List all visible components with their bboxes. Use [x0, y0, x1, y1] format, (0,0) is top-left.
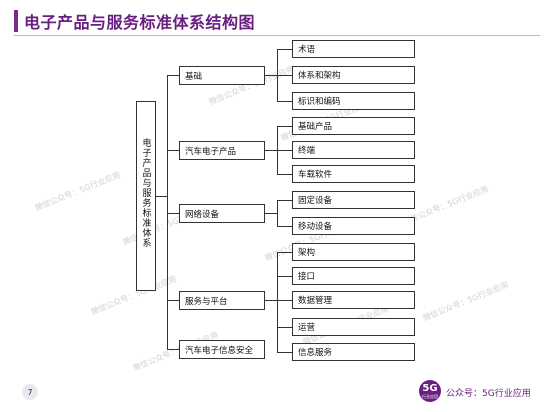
connector	[277, 276, 292, 277]
title-divider	[14, 35, 540, 36]
connector	[277, 200, 292, 201]
leaf-node-architecture: 架构	[292, 243, 415, 261]
page-number: 7	[22, 384, 38, 400]
leaf-node-data-management: 数据管理	[292, 291, 415, 309]
connector	[265, 300, 277, 301]
connector	[277, 75, 292, 76]
connector	[277, 352, 292, 353]
category-label: 汽车电子信息安全	[185, 345, 254, 356]
connector	[167, 213, 179, 214]
connector	[167, 75, 168, 349]
connector	[277, 150, 292, 151]
leaf-node-identification-coding: 标识和编码	[292, 92, 415, 110]
watermark: 微信公众号：5G行业应用	[421, 280, 510, 323]
leaf-label: 车载软件	[298, 170, 333, 180]
connector	[277, 252, 278, 352]
leaf-label: 架构	[298, 248, 316, 258]
category-label: 基础	[185, 71, 203, 82]
category-node-service-platform: 服务与平台	[179, 291, 265, 310]
leaf-node-mobile-equipment: 移动设备	[292, 217, 415, 235]
connector	[167, 300, 179, 301]
leaf-label: 信息服务	[298, 348, 333, 358]
connector	[277, 300, 292, 301]
leaf-label: 数据管理	[298, 296, 333, 306]
connector	[277, 101, 292, 102]
leaf-label: 移动设备	[298, 222, 333, 232]
connector	[277, 126, 292, 127]
page-title: 电子产品与服务标准体系结构图	[24, 13, 256, 32]
leaf-label: 运营	[298, 323, 316, 333]
leaf-node-operations: 运营	[292, 318, 415, 336]
leaf-node-system-architecture: 体系和架构	[292, 66, 415, 84]
connector	[277, 174, 292, 175]
leaf-label: 终端	[298, 146, 316, 156]
leaf-node-fixed-equipment: 固定设备	[292, 191, 415, 209]
leaf-label: 术语	[298, 45, 316, 55]
leaf-label: 接口	[298, 272, 316, 282]
leaf-node-basic-products: 基础产品	[292, 117, 415, 135]
category-label: 服务与平台	[185, 296, 228, 307]
connector	[265, 213, 277, 214]
connector	[277, 49, 292, 50]
leaf-label: 固定设备	[298, 196, 333, 206]
leaf-node-vehicle-software: 车载软件	[292, 165, 415, 183]
logo-big-text: 5G	[422, 382, 438, 394]
connector	[167, 75, 179, 76]
connector	[167, 150, 179, 151]
leaf-label: 标识和编码	[298, 97, 341, 107]
category-label: 汽车电子产品	[185, 146, 237, 157]
connector	[277, 226, 292, 227]
leaf-node-interface: 接口	[292, 267, 415, 285]
leaf-label: 基础产品	[298, 122, 333, 132]
category-label: 网络设备	[185, 209, 220, 220]
title-accent-bar	[14, 10, 18, 32]
category-node-auto-info-security: 汽车电子信息安全	[179, 340, 265, 359]
connector	[277, 327, 292, 328]
leaf-node-terminology: 术语	[292, 40, 415, 58]
category-node-auto-electronics: 汽车电子产品	[179, 141, 265, 160]
watermark: 微信公众号：5G行业应用	[89, 274, 178, 317]
leaf-label: 体系和架构	[298, 71, 341, 81]
root-node: 电子产品与服务标准体系	[136, 101, 156, 291]
leaf-node-information-services: 信息服务	[292, 343, 415, 361]
5g-logo: 5G 行业应用	[419, 380, 441, 402]
leaf-node-terminal: 终端	[292, 141, 415, 159]
connector	[156, 196, 167, 197]
connector	[277, 252, 292, 253]
connector	[265, 150, 277, 151]
connector	[167, 349, 179, 350]
category-node-basic: 基础	[179, 66, 265, 85]
category-node-network-equipment: 网络设备	[179, 204, 265, 223]
footer-account-text: 公众号：5G行业应用	[446, 389, 531, 399]
connector	[277, 200, 278, 226]
connector	[265, 75, 277, 76]
watermark: 微信公众号：5G行业应用	[33, 170, 122, 213]
root-label: 电子产品与服务标准体系	[140, 138, 151, 248]
logo-small-text: 行业应用	[422, 393, 438, 399]
